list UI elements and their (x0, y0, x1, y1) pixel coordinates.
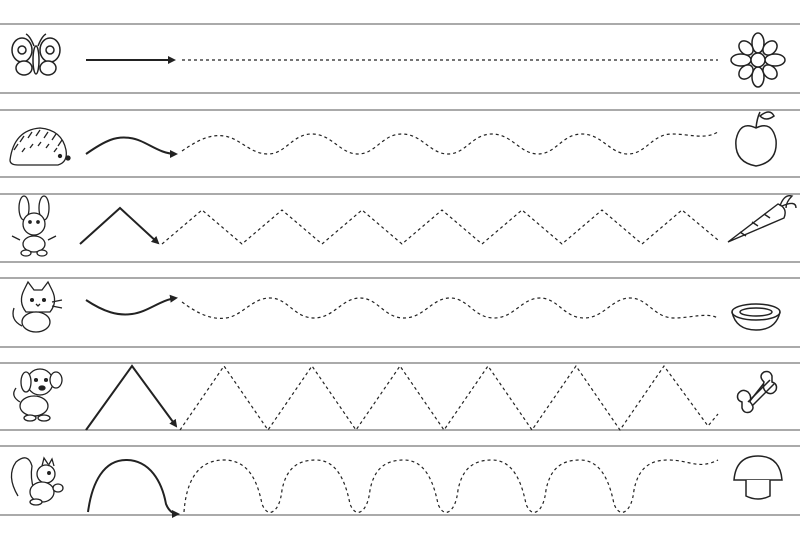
trace-guide-solid (85, 364, 178, 431)
trace-guide-solid (87, 458, 180, 518)
flower-icon (730, 32, 786, 88)
row-zigzag (11, 195, 797, 257)
row-gentle-wave-2 (12, 280, 781, 333)
row-gentle-wave (9, 111, 777, 167)
row-tall-zigzag (13, 364, 778, 432)
apple-icon (735, 111, 777, 167)
mushroom-icon (733, 455, 783, 500)
row-arches (10, 455, 783, 518)
dog-icon (13, 368, 63, 422)
squirrel-icon (10, 456, 64, 506)
trace-path-dashed[interactable] (179, 364, 719, 432)
bone-icon (736, 370, 778, 414)
hedgehog-icon (9, 127, 71, 166)
trace-path-dashed[interactable] (181, 131, 719, 155)
bowl-icon (731, 303, 781, 331)
rabbit-icon (11, 195, 57, 257)
trace-guide-solid (79, 206, 160, 245)
guide-lines (0, 23, 800, 516)
cat-icon (12, 280, 63, 333)
trace-guide-solid (85, 136, 178, 158)
row-straight-line (11, 32, 786, 88)
trace-path-dashed[interactable] (161, 209, 719, 245)
trace-path-dashed[interactable] (181, 297, 719, 319)
butterfly-icon (11, 33, 61, 76)
trace-path-dashed[interactable] (183, 459, 719, 513)
carrot-icon (727, 195, 797, 243)
trace-guide-solid (85, 294, 178, 316)
